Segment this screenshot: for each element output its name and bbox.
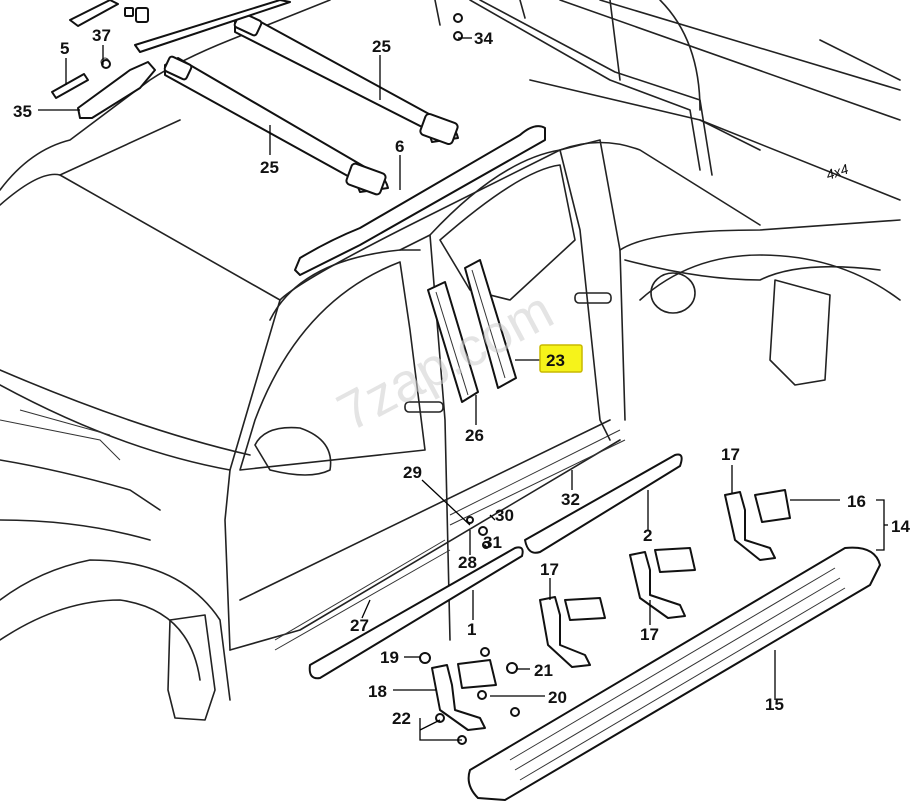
bracket-18 (431, 664, 486, 731)
callout-5: 5 (60, 39, 69, 58)
vehicle-body: 4x4 (0, 0, 901, 721)
part-5-strip (51, 73, 89, 99)
callout-2: 2 (643, 526, 652, 545)
callout-labels: 5 37 35 25 25 6 34 23 26 29 30 31 28 32 … (13, 26, 910, 728)
callout-14: 14 (891, 517, 910, 536)
callout-17-right: 17 (721, 445, 740, 464)
callout-18: 18 (368, 682, 387, 701)
callout-20: 20 (548, 688, 567, 707)
callout-35: 35 (13, 102, 32, 121)
callout-26: 26 (465, 426, 484, 445)
callout-25-upper: 25 (372, 37, 391, 56)
callout-29: 29 (403, 463, 422, 482)
plate-16 (754, 489, 791, 523)
callout-16: 16 (847, 492, 866, 511)
callout-23-highlight (539, 344, 583, 373)
bracket-17-right (724, 491, 776, 561)
sport-bar (434, 0, 713, 176)
callout-30: 30 (495, 506, 514, 525)
callout-34: 34 (474, 29, 493, 48)
roof-moulding-strips (69, 0, 291, 53)
bracket-17-mid (629, 547, 696, 619)
callout-28: 28 (458, 553, 477, 572)
part-35-bracket (77, 57, 156, 119)
callout-6: 6 (395, 137, 404, 156)
callout-23: 23 (546, 351, 565, 370)
rocker-clip-row-32 (449, 429, 626, 526)
sill-moulding-1 (308, 546, 524, 680)
fasteners (101, 13, 520, 745)
callout-19: 19 (380, 648, 399, 667)
roof-rail (294, 125, 546, 276)
callout-17-left: 17 (540, 560, 559, 579)
callout-27: 27 (350, 616, 369, 635)
pillar-trim-26 (427, 281, 479, 403)
running-board (467, 546, 881, 801)
callout-31: 31 (483, 533, 502, 552)
callout-17-mid: 17 (640, 625, 659, 644)
callout-1: 1 (467, 620, 476, 639)
callout-15: 15 (765, 695, 784, 714)
callout-25-lower: 25 (260, 158, 279, 177)
bracket-17-left (539, 596, 606, 668)
badge-4x4: 4x4 (824, 161, 851, 183)
crossbar-front (163, 55, 389, 196)
pillar-trim-23 (464, 259, 517, 389)
callout-32: 32 (561, 490, 580, 509)
leader-lines (38, 37, 888, 741)
rocker-clip-row-27 (274, 539, 451, 651)
plate-21 (457, 659, 497, 689)
callout-21: 21 (534, 661, 553, 680)
callout-22: 22 (392, 709, 411, 728)
sill-moulding-2 (524, 453, 683, 554)
callout-37: 37 (92, 26, 111, 45)
